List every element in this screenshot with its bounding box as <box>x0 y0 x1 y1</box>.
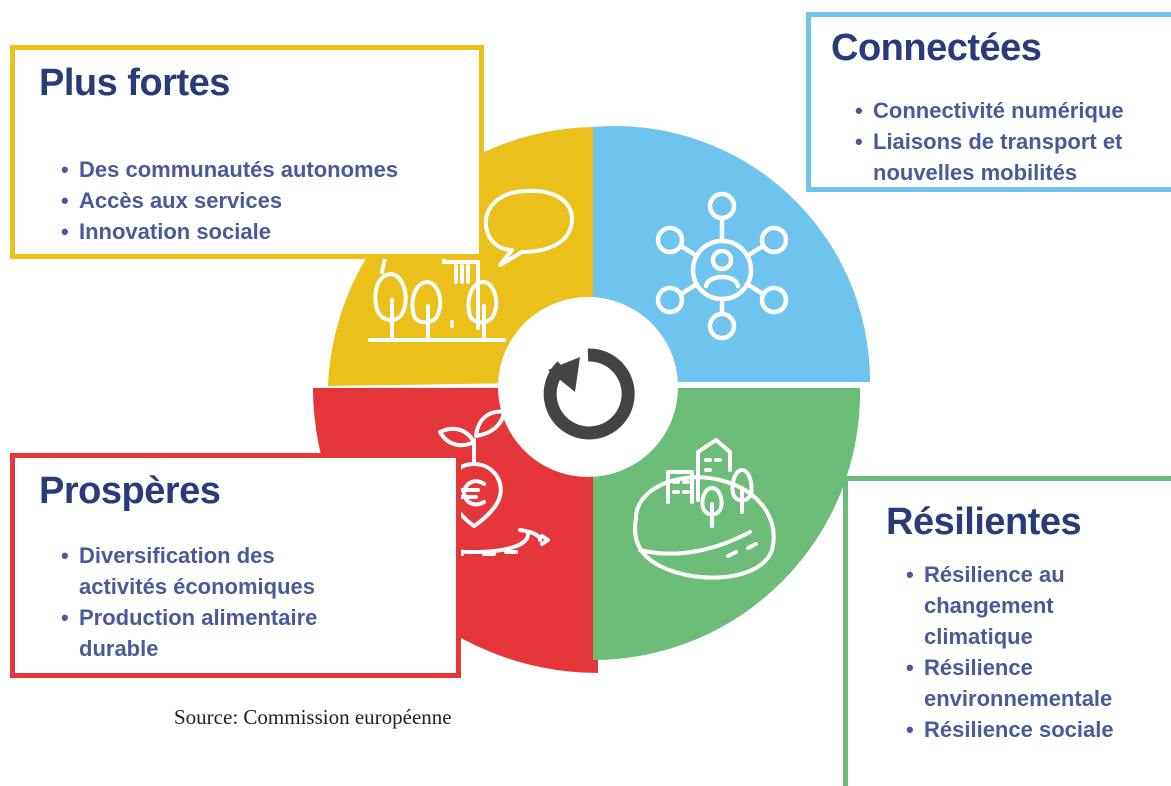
plus-fortes-box: Plus fortes Des communautés autonomes Ac… <box>10 45 484 259</box>
plus-fortes-title: Plus fortes <box>39 62 230 104</box>
connectees-list: Connectivité numérique Liaisons de trans… <box>855 95 1124 188</box>
resilientes-title: Résilientes <box>886 501 1082 543</box>
plus-fortes-list: Des communautés autonomes Accès aux serv… <box>61 154 398 247</box>
list-item: Innovation sociale <box>61 216 398 247</box>
list-item: Des communautés autonomes <box>61 154 398 185</box>
list-item: Résilience sociale <box>906 714 1114 745</box>
list-item: Connectivité numérique <box>855 95 1124 126</box>
connectees-title: Connectées <box>831 27 1042 69</box>
network-hub-icon <box>655 191 789 341</box>
green-town-hill-icon <box>633 438 776 580</box>
list-item: Accès aux services <box>61 185 398 216</box>
prosperes-title: Prospères <box>39 470 221 512</box>
center-hub <box>498 297 678 477</box>
connectees-box: Connectées Connectivité numérique Liaiso… <box>806 12 1171 192</box>
source-caption: Source: Commission européenne <box>174 705 452 729</box>
wedge-resilientes <box>593 388 861 660</box>
resilientes-box: Résilientes Résilience auchangementclima… <box>843 476 1171 786</box>
refresh-icon <box>543 348 635 440</box>
